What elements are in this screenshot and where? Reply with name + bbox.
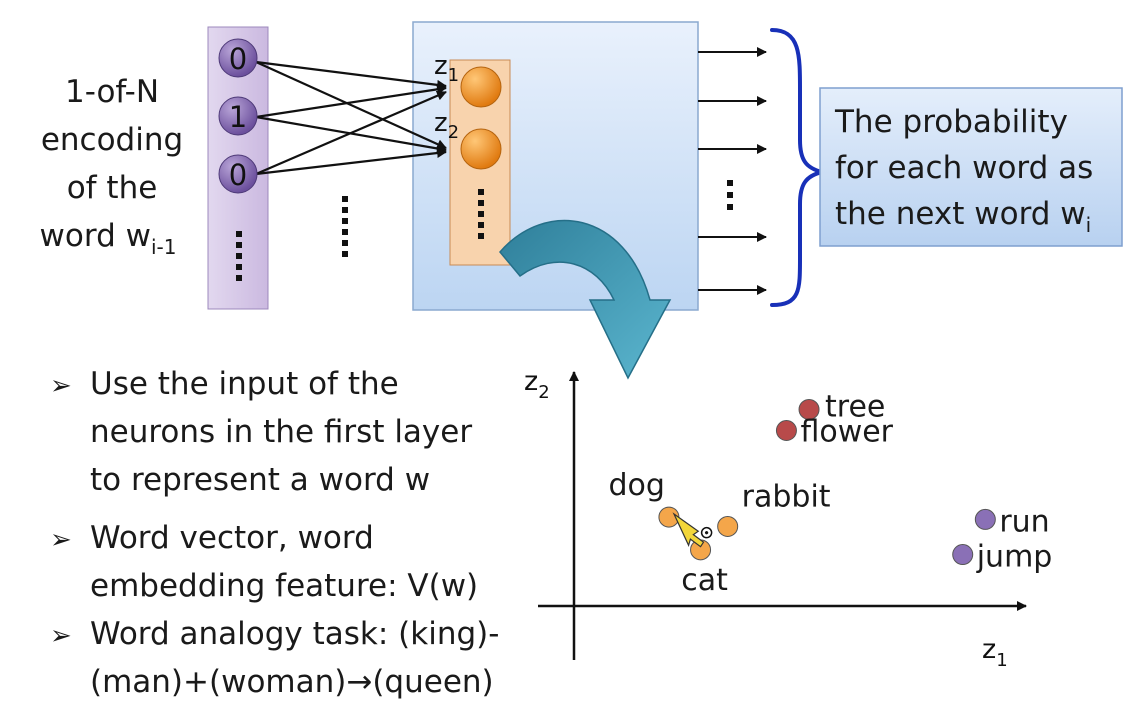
point-jump: [952, 544, 974, 566]
bullet-arrow-icon: ➢: [50, 525, 72, 555]
weights-ellipsis: [342, 196, 348, 257]
input-label-line: of the: [67, 170, 158, 206]
input-neuron: 0: [218, 38, 258, 78]
bullet-line: (man)+(woman)→(queen): [90, 664, 494, 700]
input-encoding-label: 1-of-N encoding of the word wi-1: [40, 74, 184, 259]
input-label-line: 1-of-N: [65, 74, 159, 110]
bullet-line: neurons in the first layer: [90, 414, 472, 450]
input-neuron: 0: [218, 154, 258, 194]
x-axis-label: z1: [982, 634, 1008, 671]
z1-label: z1: [434, 51, 459, 86]
point-label-tree: tree: [825, 389, 885, 424]
connection-line: [255, 60, 447, 150]
bullet-line: embedding feature: V(w): [90, 568, 478, 604]
bullet-line: Word analogy task: (king)-: [90, 616, 499, 652]
point-run: [974, 508, 996, 530]
bullet-arrow-icon: ➢: [50, 371, 72, 401]
point-tree: [798, 398, 820, 420]
input-neuron-value: 0: [229, 42, 247, 76]
curved-arrow: [499, 219, 672, 380]
output-ellipsis: [727, 180, 733, 210]
cursor-icon: [672, 512, 713, 548]
z2-label: z2: [434, 108, 459, 143]
point-label-dog: dog: [608, 468, 664, 503]
point-label-run: run: [999, 504, 1049, 539]
bullet-arrow-icon: ➢: [50, 621, 72, 651]
bullet-line: Use the input of the: [90, 366, 399, 402]
point-rabbit: [717, 515, 739, 537]
connection-line: [255, 84, 447, 119]
input-neuron-value: 0: [229, 158, 247, 192]
output-description: The probability for each word as the nex…: [834, 104, 1093, 237]
connection-line: [255, 148, 447, 176]
input-ellipsis: [236, 231, 242, 281]
output-line: for each word as: [835, 150, 1093, 186]
point-label-rabbit: rabbit: [742, 479, 831, 514]
connection-line: [255, 90, 447, 176]
point-label-jump: jump: [976, 540, 1053, 575]
y-axis-label: z2: [524, 366, 550, 403]
input-neuron: 1: [218, 96, 258, 136]
input-neuron-value: 1: [229, 100, 247, 134]
connections: [255, 60, 447, 176]
output-line: The probability: [834, 104, 1068, 140]
point-flower: [775, 420, 797, 441]
point-label-cat: cat: [681, 563, 728, 598]
output-line: the next word wi: [835, 196, 1091, 237]
output-description-box: [819, 87, 1123, 247]
bullet-list: ➢ Use the input of the neurons in the fi…: [50, 366, 499, 700]
bullet-line: Word vector, word: [90, 520, 374, 556]
hidden-neuron-z1: [460, 66, 502, 108]
hidden-ellipsis: [478, 189, 484, 239]
point-label-flower: flower: [800, 415, 893, 450]
output-arrows: [698, 47, 767, 295]
input-label-line: encoding: [41, 122, 183, 158]
output-brace: [770, 28, 823, 307]
hidden-neuron-z2: [460, 128, 502, 170]
bullet-line: to represent a word w: [90, 462, 430, 498]
connection-line: [255, 60, 447, 90]
input-label-word: word wi-1: [40, 218, 177, 259]
